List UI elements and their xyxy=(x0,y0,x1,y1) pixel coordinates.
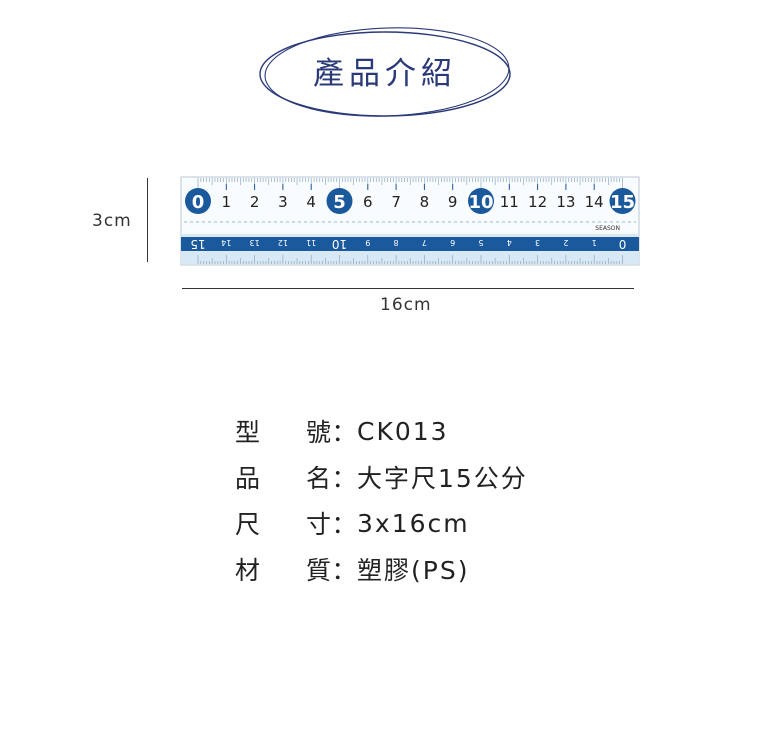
ruler-number-bottom: 14 xyxy=(221,238,231,247)
spec-row-name: 品名 ： 大字尺15公分 xyxy=(235,454,528,500)
width-dimension-line xyxy=(182,288,634,289)
spec-key-size: 尺寸 xyxy=(235,510,331,539)
ruler-number-top: 3 xyxy=(278,193,288,211)
ruler-number-top: 2 xyxy=(250,193,260,211)
ruler-number-top: 11 xyxy=(500,193,519,211)
ruler-number-top: 9 xyxy=(448,193,458,211)
spec-key-material: 材質 xyxy=(235,556,331,585)
spec-key-model: 型號 xyxy=(235,418,331,447)
title-badge: 產品介紹 xyxy=(256,24,514,124)
ruler-number-top: 6 xyxy=(363,193,373,211)
ruler-number-top: 12 xyxy=(528,193,547,211)
ruler-blue-stripe xyxy=(181,237,639,251)
spec-key-name: 品名 xyxy=(235,464,331,493)
ruler-number-bottom: 8 xyxy=(394,238,399,247)
spec-value-name: 大字尺15公分 xyxy=(357,464,528,493)
ruler-number-circle xyxy=(468,188,494,214)
ruler-number-bottom: 10 xyxy=(332,237,347,251)
ruler-number-bottom: 12 xyxy=(278,238,288,247)
ruler-brand-logo: SEASON xyxy=(595,225,620,232)
spec-colon: ： xyxy=(331,510,357,539)
ruler-number-top: 7 xyxy=(391,193,401,211)
spec-colon: ： xyxy=(331,464,357,493)
spec-row-size: 尺寸 ： 3x16cm xyxy=(235,500,528,546)
ruler-number-bottom: 0 xyxy=(619,237,627,251)
ruler-number-bottom: 15 xyxy=(190,237,205,251)
ruler-number-top: 14 xyxy=(585,193,604,211)
ruler-number-top: 13 xyxy=(556,193,575,211)
title-ellipse xyxy=(259,27,511,117)
spec-colon: ： xyxy=(331,418,357,447)
ruler-number-top: 8 xyxy=(420,193,430,211)
ruler-number-top: 15 xyxy=(610,192,635,213)
height-dimension-label: 3cm xyxy=(92,211,132,231)
width-dimension-label: 16cm xyxy=(380,295,432,315)
ruler-number-circle xyxy=(326,188,353,214)
spec-row-material: 材質 ： 塑膠(PS) xyxy=(235,546,528,592)
ruler-number-top: 0 xyxy=(192,192,205,213)
spec-colon: ： xyxy=(331,556,357,585)
ruler-number-bottom: 11 xyxy=(306,238,316,247)
ruler-number-bottom: 3 xyxy=(535,238,540,247)
ruler-number-bottom: 1 xyxy=(592,238,597,247)
spec-value-material: 塑膠(PS) xyxy=(357,556,470,585)
height-dimension-line xyxy=(147,178,148,262)
spec-list: 型號 ： CK013 品名 ： 大字尺15公分 尺寸 ： 3x16cm 材質 ：… xyxy=(235,408,528,592)
ruler-number-top: 4 xyxy=(306,193,316,211)
spec-value-size: 3x16cm xyxy=(357,508,470,538)
ruler-number-circle xyxy=(609,188,636,214)
ruler-number-top: 1 xyxy=(222,193,232,211)
spec-row-model: 型號 ： CK013 xyxy=(235,408,528,454)
ruler-number-bottom: 5 xyxy=(478,238,483,247)
ruler-number-bottom: 4 xyxy=(507,238,512,247)
ruler-number-top: 5 xyxy=(333,192,346,213)
spec-value-model: CK013 xyxy=(357,416,449,446)
ruler-number-circle xyxy=(185,188,211,214)
page-title: 產品介紹 xyxy=(313,56,457,92)
ruler-number-bottom: 9 xyxy=(365,238,370,247)
ruler-number-bottom: 7 xyxy=(422,238,427,247)
ruler-number-bottom: 6 xyxy=(450,238,455,247)
ruler-number-bottom: 13 xyxy=(250,238,260,247)
ruler-number-top: 10 xyxy=(468,192,493,213)
ruler-number-bottom: 2 xyxy=(563,238,568,247)
